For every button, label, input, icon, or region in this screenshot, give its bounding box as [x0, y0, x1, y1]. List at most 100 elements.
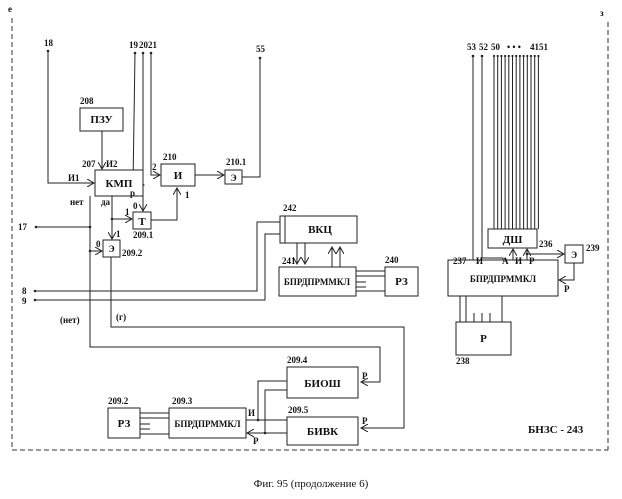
block-t-209-1: Т 209.1 0 1	[125, 201, 154, 240]
input-53: 53	[467, 42, 477, 52]
svg-text:Р: Р	[253, 436, 259, 446]
bus-terminal	[523, 55, 525, 57]
svg-text:И: И	[174, 170, 183, 182]
block-e-239: Э 239	[565, 243, 600, 263]
svg-text:БИВК: БИВК	[307, 426, 338, 438]
svg-text:р: р	[130, 188, 135, 198]
svg-text:БПРДПРММКЛ: БПРДПРММКЛ	[174, 419, 241, 429]
svg-text:1: 1	[125, 207, 130, 217]
block-e-210-1: Э 210.1	[225, 157, 247, 184]
block-bprdprmmkl-237: БПРДПРММКЛ 237 И А И Р Р	[448, 256, 570, 296]
svg-text:ДШ: ДШ	[503, 234, 523, 246]
figure-caption: Фиг. 95 (продолжение 6)	[254, 478, 369, 490]
svg-text:ВКЦ: ВКЦ	[308, 224, 332, 236]
svg-text:Р: Р	[362, 371, 368, 381]
svg-text:237: 237	[453, 256, 467, 266]
svg-text:А: А	[502, 256, 509, 266]
svg-text:240: 240	[385, 255, 399, 265]
svg-text:Т: Т	[138, 216, 146, 228]
svg-text:207: 207	[82, 159, 96, 169]
bus-terminal	[493, 55, 495, 57]
svg-text:209.1: 209.1	[133, 230, 154, 240]
svg-text:БПРДПРММКЛ: БПРДПРММКЛ	[470, 274, 537, 284]
block-rz-209-2: РЗ 209.2	[108, 396, 140, 438]
svg-text:241: 241	[282, 256, 296, 266]
svg-text:И1: И1	[68, 173, 80, 183]
svg-text:236: 236	[539, 239, 553, 249]
svg-text:Э: Э	[108, 244, 114, 254]
input-bus-lines	[493, 55, 540, 229]
svg-text:208: 208	[80, 96, 94, 106]
input-4151: 4151	[530, 42, 549, 52]
svg-text:нет: нет	[70, 197, 84, 207]
svg-text:1: 1	[185, 190, 190, 200]
bus-terminal	[515, 55, 517, 57]
block-rz-240: РЗ 240	[385, 255, 418, 296]
output-55: 55	[256, 44, 266, 54]
svg-text:РЗ: РЗ	[118, 418, 131, 430]
block-pzu-208: ПЗУ 208	[80, 96, 123, 131]
svg-text:209.2: 209.2	[108, 396, 129, 406]
bus-terminal	[500, 55, 502, 57]
input-18: 18	[44, 38, 54, 48]
svg-text:1: 1	[116, 229, 121, 239]
input-8: 8	[22, 286, 27, 296]
block-r-238: Р 238	[456, 322, 511, 366]
svg-text:209.3: 209.3	[172, 396, 193, 406]
block-bprdprmmkl-209-3: БПРДПРММКЛ 209.3 И Р	[169, 396, 259, 446]
svg-text:Р: Р	[529, 256, 535, 266]
svg-text:И: И	[476, 256, 483, 266]
svg-text:242: 242	[283, 203, 297, 213]
svg-text:2: 2	[152, 162, 157, 172]
block-dsh-236: ДШ 236	[488, 229, 553, 249]
svg-text:209.4: 209.4	[287, 355, 308, 365]
input-50: 50	[491, 42, 501, 52]
input-52: 52	[479, 42, 489, 52]
bus-terminal	[537, 55, 539, 57]
input-21: 21	[148, 40, 158, 50]
corner-label-right: з	[600, 8, 604, 18]
svg-text:209.5: 209.5	[288, 405, 309, 415]
input-9: 9	[22, 296, 27, 306]
bus-terminal	[530, 55, 532, 57]
input-dots: • • •	[507, 42, 521, 52]
svg-text:Р: Р	[480, 333, 487, 345]
svg-text:209.2: 209.2	[122, 248, 143, 258]
svg-text:Э: Э	[230, 173, 236, 183]
svg-text:РЗ: РЗ	[395, 276, 408, 288]
bus-terminal	[534, 55, 536, 57]
bus-terminal	[519, 55, 521, 57]
wire-label-no: (нет)	[60, 315, 80, 325]
svg-text:И: И	[248, 408, 255, 418]
system-label: БНЗС - 243	[528, 424, 584, 436]
bus-terminal	[497, 55, 499, 57]
svg-text:КМП: КМП	[106, 178, 133, 190]
svg-text:0: 0	[133, 201, 138, 211]
svg-text:Э: Э	[571, 250, 577, 260]
svg-text:238: 238	[456, 356, 470, 366]
svg-text:210: 210	[163, 152, 177, 162]
block-bprdprmmkl-241: БПРДПРММКЛ 241	[279, 256, 356, 296]
wire-label-g: (г)	[116, 312, 126, 322]
svg-text:БПРДПРММКЛ: БПРДПРММКЛ	[284, 277, 351, 287]
block-bios-209-4: БИОШ 209.4 Р	[287, 355, 368, 398]
bus-terminal	[511, 55, 513, 57]
svg-text:И: И	[515, 256, 522, 266]
bus-terminal	[508, 55, 510, 57]
svg-text:И2: И2	[106, 159, 118, 169]
bus-terminal	[504, 55, 506, 57]
bus-terminal	[526, 55, 528, 57]
svg-text:Р: Р	[362, 416, 368, 426]
svg-text:да: да	[101, 197, 111, 207]
svg-text:239: 239	[586, 243, 600, 253]
input-19: 19	[129, 40, 139, 50]
input-17: 17	[18, 222, 28, 232]
svg-text:БИОШ: БИОШ	[304, 378, 340, 390]
svg-text:Р: Р	[564, 284, 570, 294]
corner-label-left: е	[8, 4, 12, 14]
block-and-210: И 210 2 1	[152, 152, 195, 200]
svg-text:210.1: 210.1	[226, 157, 247, 167]
block-bivk-209-5: БИВК 209.5 Р	[287, 405, 368, 445]
